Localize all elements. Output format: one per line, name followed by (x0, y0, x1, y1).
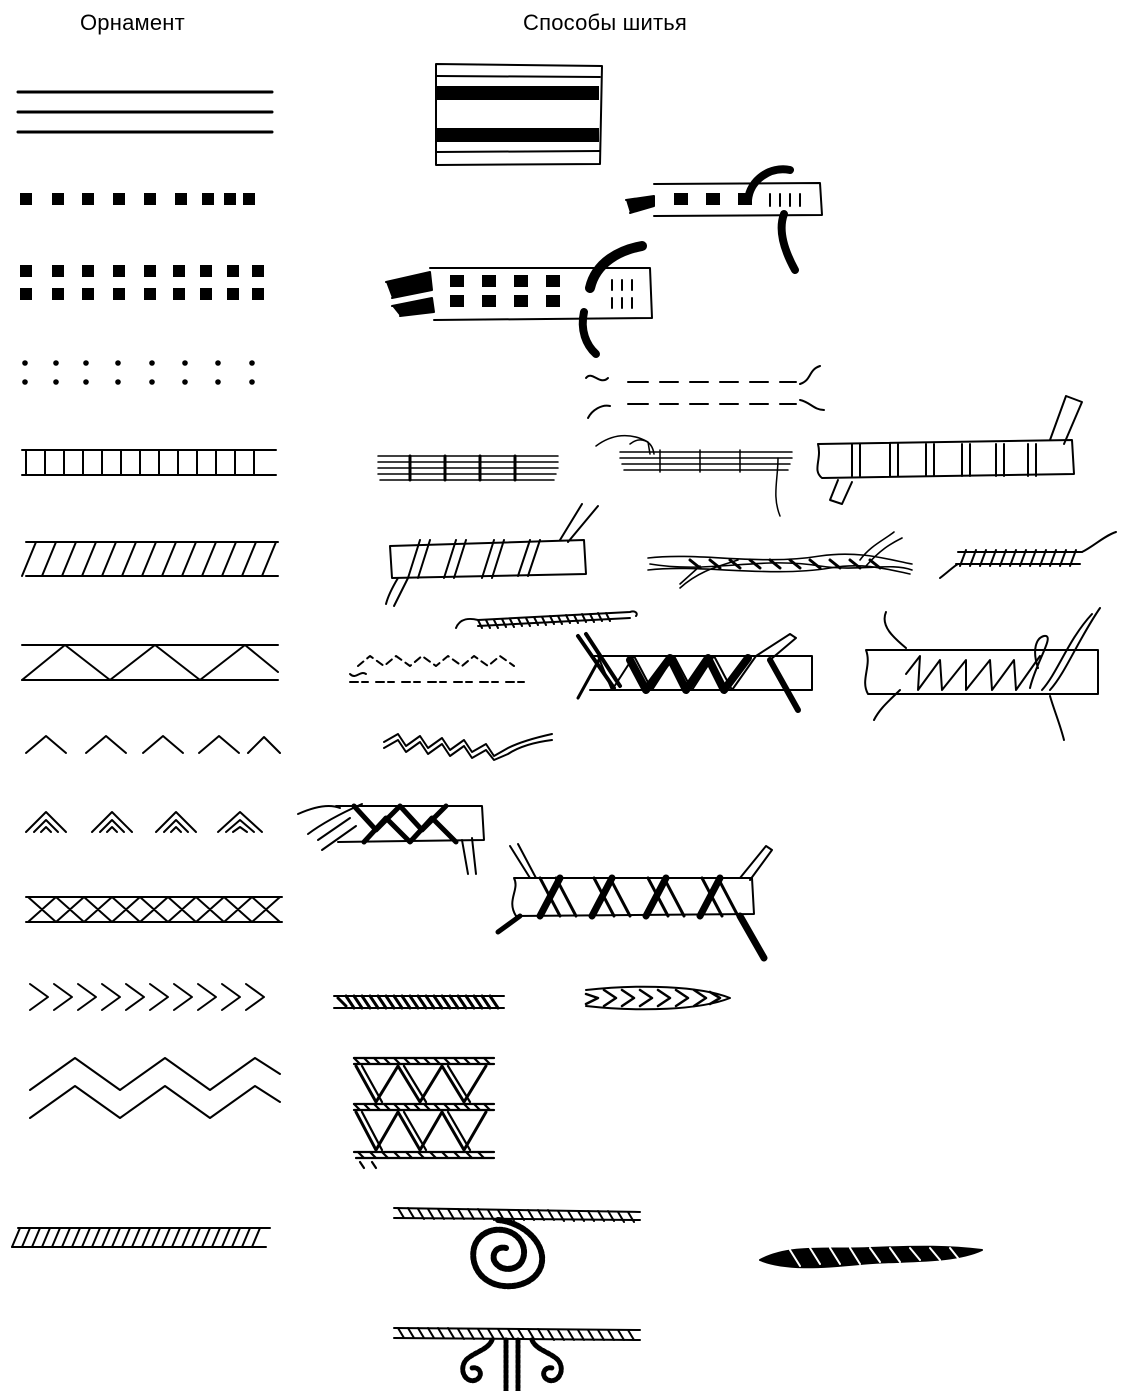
stitch-double-square-stitch-strip (386, 246, 652, 354)
stitch-zigzag-thread (384, 734, 552, 760)
ornament-square-dots (20, 193, 255, 205)
stitch-zigzag-needle-strip (865, 608, 1100, 740)
stitch-square-stitch-strip (626, 169, 822, 270)
ornament-double-square-dots (20, 265, 264, 300)
stitch-braided-zigzag-panel (354, 1058, 494, 1168)
stitch-zigzag-wrapped-strip (578, 634, 812, 710)
stitch-cross-wrapped-strip (498, 844, 772, 958)
ornament-ladder-band (22, 450, 276, 475)
stitch-running-stitch-pair (586, 366, 824, 418)
ornament-triangle-band (22, 645, 278, 680)
stitch-twisted-threads (648, 532, 912, 588)
ornament-double-zigzag (30, 1058, 280, 1118)
ornament-twisted-cord (12, 1228, 270, 1247)
ornament-nested-chevrons (26, 812, 262, 832)
stitch-wrapped-strip (817, 396, 1082, 504)
stitch-rope-cord (456, 611, 637, 628)
stitch-thread-bundles (378, 436, 792, 516)
ornament-arrow-chevrons (30, 984, 264, 1010)
stitch-cord-with-scrolls (394, 1328, 640, 1391)
ornament-cross-band (26, 897, 282, 922)
ornament-chevrons (26, 736, 280, 753)
ornament-small-dots (22, 360, 255, 385)
stitch-dashed-zigzag (350, 656, 524, 682)
stitch-braid-herringbone (586, 987, 730, 1010)
stitch-spiral-wrapped-strip (386, 504, 598, 606)
stitch-striped-strip (436, 64, 602, 165)
stitch-hatched-thread (940, 532, 1116, 578)
stitch-braid-short (334, 996, 504, 1008)
ornament-triple-lines (18, 92, 272, 132)
ornament-diagonal-band (22, 542, 278, 576)
stitch-cord-with-spiral (394, 1208, 640, 1286)
stitch-chevron-wrapped-strip (298, 804, 484, 874)
stitch-twisted-rope (760, 1247, 982, 1268)
